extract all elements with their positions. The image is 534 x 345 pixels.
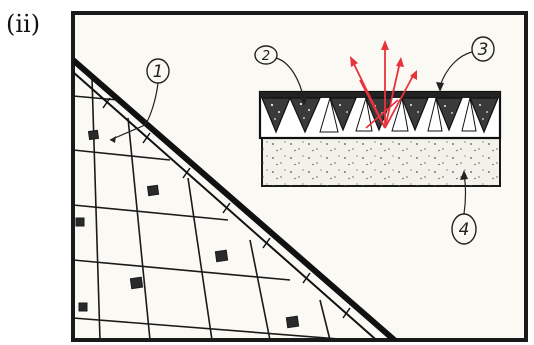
svg-text:4: 4 bbox=[459, 220, 470, 240]
svg-text:1: 1 bbox=[153, 62, 164, 82]
svg-text:3: 3 bbox=[478, 40, 489, 60]
svg-text:2: 2 bbox=[262, 49, 270, 64]
